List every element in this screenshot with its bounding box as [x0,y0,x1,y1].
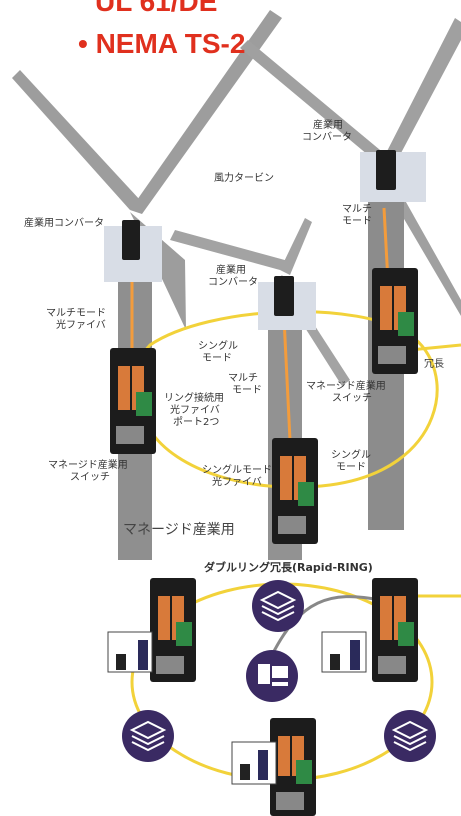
storage-icon-top [252,580,304,632]
label-single-fiber-1: シングルモード [202,465,272,476]
label-managed-left-2: スイッチ [70,472,110,483]
section1-caption: マネージド産業用 [123,522,235,538]
switch-lower-bottom [270,718,316,816]
label-managed-right-2: スイッチ [332,393,372,404]
controller-box-bottom [231,741,277,785]
fiber-mid [282,317,292,441]
header-title-line2: • NEMA TS-2 [78,28,246,59]
label-converter-mid-1: 産業用 [216,265,246,276]
converter-right [360,150,426,202]
controller-box-right [321,631,367,673]
label-single-mode-a-1: シングル [198,341,238,352]
label-converter-mid-2: コンバータ [208,277,258,288]
storage-icon-left [122,710,174,762]
computer-icon [246,650,298,702]
converter-mid [258,276,316,330]
label-converter-left: 産業用コンバータ [24,218,104,230]
label-turbine: 風力タービン [214,173,274,184]
label-single-mode-b-2: モード [336,462,366,473]
switch-mid [272,438,318,544]
label-ring-ports-1: リング接続用 [164,393,224,404]
label-managed-left-1: マネージド産業用 [48,460,128,471]
label-converter-right-2: コンバータ [302,132,352,143]
header-title-line1: UL 61/DE [95,0,218,17]
label-single-mode-b-1: シングル [331,450,371,461]
switch-right [372,268,418,374]
switch-left [110,348,156,454]
switch-lower-right [372,578,418,682]
controller-box-left [107,631,153,673]
section2-title: ダブルリング冗長(Rapid-RING) [204,561,373,574]
storage-icon-right [384,710,436,762]
label-redundant: 冗長 [424,359,444,370]
label-multi-mode-1: マルチ [228,373,258,384]
upper-ring-extension [409,343,461,352]
label-managed-right-1: マネージド産業用 [306,381,386,392]
label-ring-ports-2: 光ファイバ [170,405,220,416]
label-multimode-fiber-1: マルチモード [46,308,106,319]
switch-lower-left [150,578,196,682]
label-multimode-fiber-2: 光ファイバ [56,320,106,331]
label-multi-top-1: マルチ [342,204,372,215]
converter-left [104,220,162,282]
label-converter-right-1: 産業用 [313,120,343,131]
gray-cable [270,595,381,656]
label-single-mode-a-2: モード [202,353,232,364]
label-single-fiber-2: 光ファイバ [212,477,262,488]
label-multi-mode-2: モード [232,385,262,396]
label-ring-ports-3: ポート2つ [173,417,220,428]
wind-turbine-right [240,18,461,530]
label-multi-top-2: モード [342,216,372,227]
